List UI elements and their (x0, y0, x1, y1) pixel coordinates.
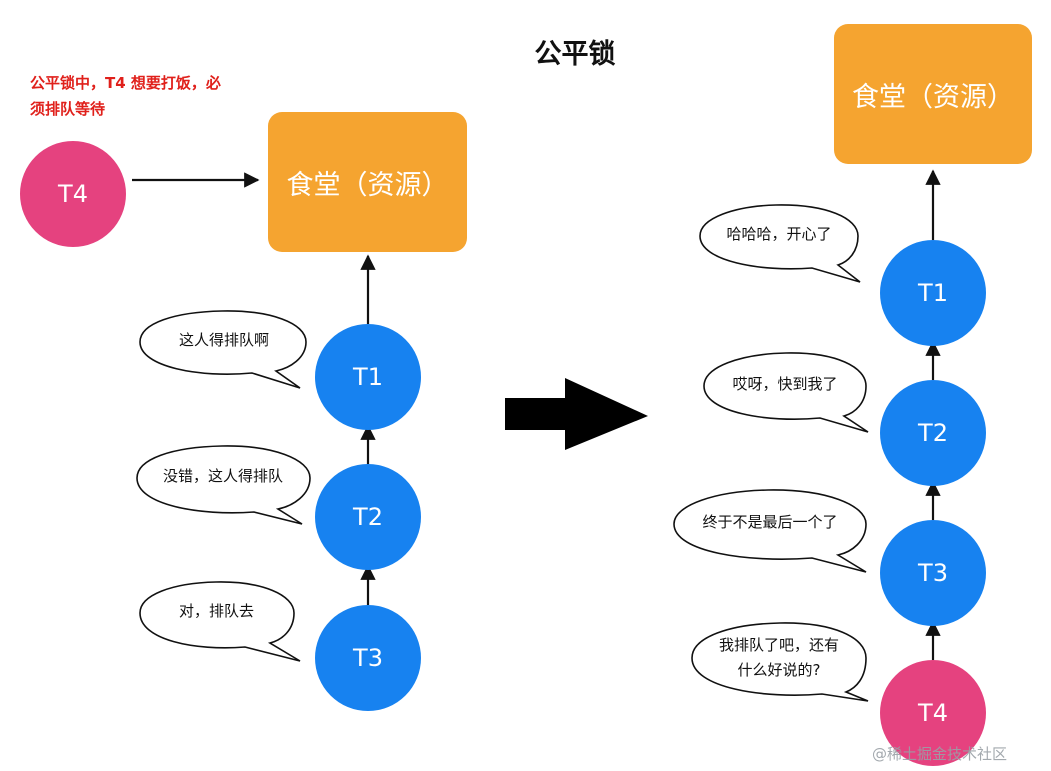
speech-bubble (699, 204, 861, 283)
speech-bubble (691, 622, 869, 702)
bubble-text: 我排队了吧，还有什么好说的? (718, 636, 839, 679)
thread-node: T1 (315, 324, 421, 430)
bubble-text: 哈哈哈，开心了 (726, 224, 832, 243)
bubble-text: 这人得排队啊 (178, 330, 269, 349)
speech-bubble (136, 445, 311, 525)
transition-arrow (505, 378, 648, 450)
bubble-text: 哎呀，快到我了 (732, 374, 838, 393)
bubble-text: 对，排队去 (178, 601, 254, 620)
watermark: @稀土掘金技术社区 (872, 745, 1008, 763)
page-title: 公平锁 (534, 39, 616, 70)
thread-node: T2 (315, 464, 421, 570)
annotation-note: 公平锁中，T4 想要打饭，必须排队等待 (30, 74, 221, 118)
speech-bubble (139, 581, 301, 662)
thread-node-waiting: T4 (20, 141, 126, 247)
bubble-text: 终于不是最后一个了 (702, 512, 838, 531)
speech-bubble (139, 310, 307, 389)
thread-node: T3 (315, 605, 421, 711)
resource-box: 食堂（资源） (834, 24, 1032, 164)
thread-node: T3 (880, 520, 986, 626)
thread-node: T1 (880, 240, 986, 346)
bubble-text: 没错，这人得排队 (162, 466, 283, 485)
speech-bubble (673, 489, 867, 573)
thread-node: T2 (880, 380, 986, 486)
resource-box: 食堂（资源） (268, 112, 467, 252)
thread-node: T4 (880, 660, 986, 766)
speech-bubble (703, 352, 869, 433)
